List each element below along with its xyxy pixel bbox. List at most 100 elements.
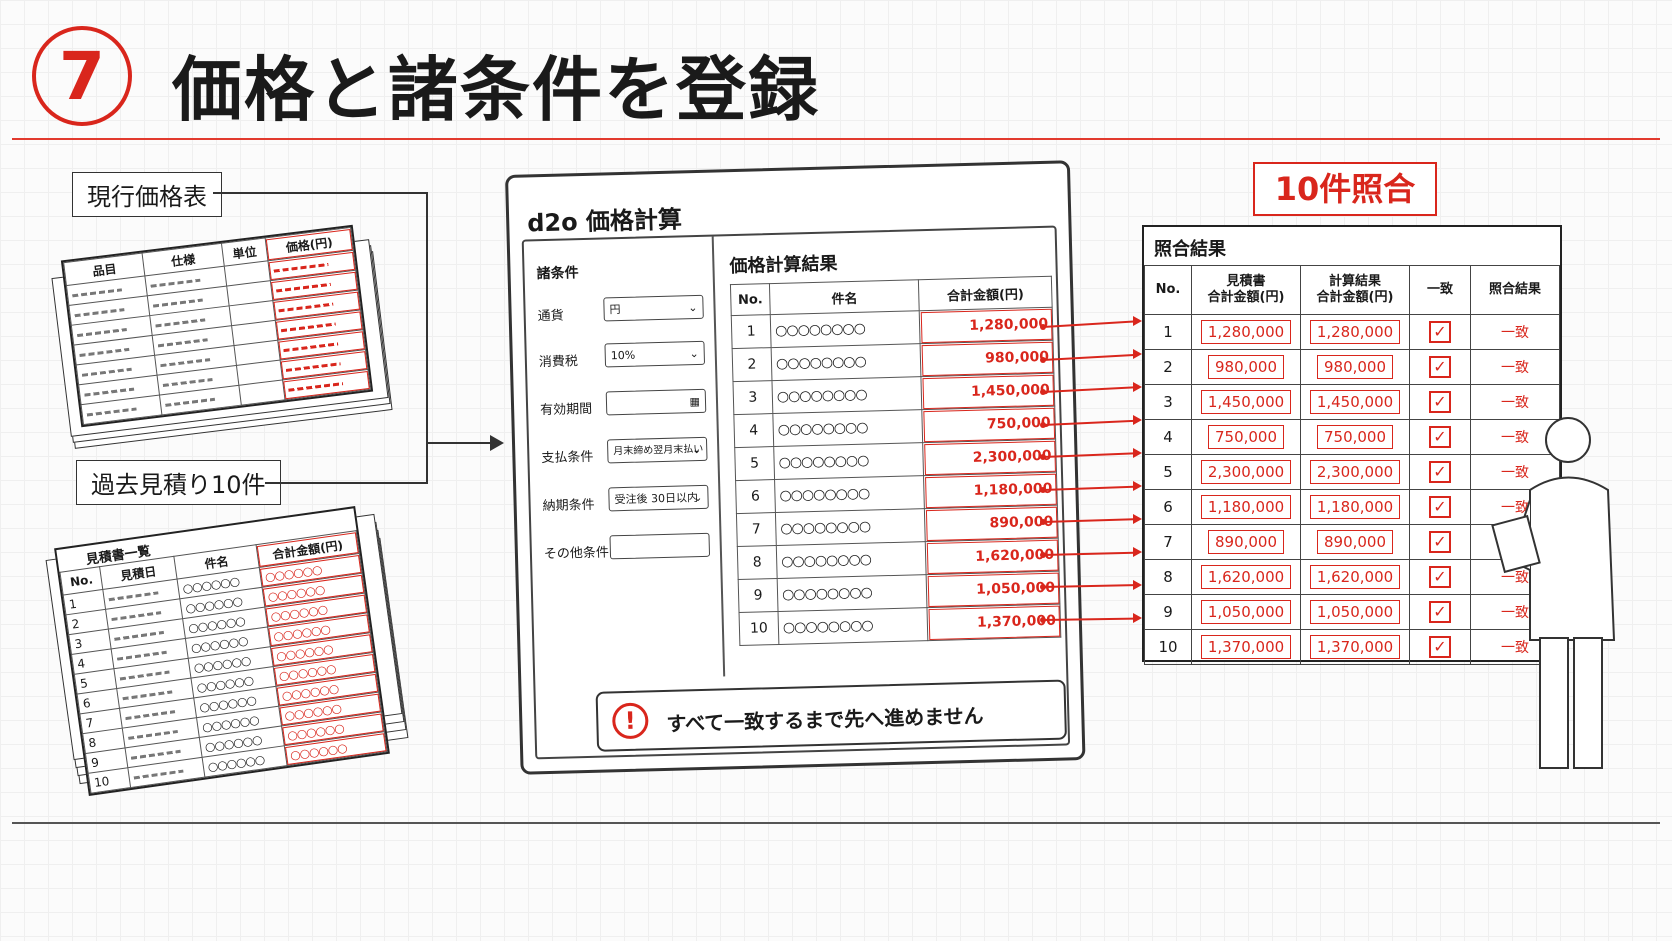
flow-arrow [426,442,496,444]
quote-amount-cell: 1,620,000 [1191,559,1301,595]
placeholder-line [273,262,329,273]
quote-amount: 750,000 [1207,425,1285,449]
calc-amount: 2,300,000 [1309,460,1401,484]
checkbox-checked-icon: ✓ [1429,426,1451,448]
row-number: 2 [732,347,772,382]
placeholder-line [150,278,201,288]
calc-amount-cell: 1,050,000 [1300,594,1410,630]
delivery-select[interactable]: 受注後 30日以内 ⌄ [608,484,709,512]
placeholder-line [133,769,184,779]
calc-amount: 750,000 [1316,425,1394,449]
row-number: 7 [736,512,777,547]
verification-title: 照合結果 [1154,239,1226,260]
checkbox-checked-icon: ✓ [1429,601,1451,623]
bottom-divider [12,822,1660,824]
match-check-cell: ✓ [1409,454,1471,490]
placeholder-line [86,406,137,417]
total-amount: 1,450,000 [921,373,1055,410]
calc-amount: 1,450,000 [1309,390,1401,414]
quote-amount: 980,000 [1207,355,1285,379]
tax-select[interactable]: 10% ⌄ [604,340,706,368]
warning-banner: ! すべて一致するまで先へ進めません [595,679,1067,752]
calc-amount-cell: 1,450,000 [1300,384,1410,420]
currency-label: 通貨 [537,308,564,325]
row-number: 1 [731,314,772,349]
match-check-cell: ✓ [1409,524,1471,560]
quote-amount-cell: 1,180,000 [1191,489,1301,525]
calc-amount: 980,000 [1316,355,1394,379]
match-check-cell: ✓ [1409,629,1471,665]
warning-icon: ! [611,702,649,740]
column-header: 件名 [769,279,920,315]
checkbox-checked-icon: ✓ [1429,531,1451,553]
tax-value: 10% [610,348,636,363]
quote-amount: 1,050,000 [1200,600,1292,624]
payment-value: 月末締め翌月末払い [613,443,704,458]
connector-dot-icon [1040,421,1046,428]
placeholder-line [162,377,213,387]
total-amount: 2,300,000 [922,439,1057,476]
currency-value: 円 [609,303,621,317]
item-name: ○○○○○○○○ [773,442,924,480]
chevron-down-icon: ⌄ [691,442,702,457]
placeholder-line [128,729,179,740]
arrow-head-icon [1133,547,1142,557]
calendar-icon[interactable]: ▦ [689,394,701,409]
past-quotes-label: 過去見積り10件 [76,460,281,505]
quote-amount-cell: 2,300,000 [1191,454,1301,490]
checkbox-checked-icon: ✓ [1429,391,1451,413]
total-amount: 1,180,000 [923,472,1058,509]
quote-amount-cell: 1,280,000 [1191,314,1301,350]
calc-amount: 1,370,000 [1309,635,1401,659]
row-number: 1 [1144,314,1192,350]
row-number: 10 [1144,629,1192,665]
delivery-value: 受注後 30日以内 [614,491,699,507]
valid-period-input[interactable]: ▦ [605,388,707,416]
placeholder-line [160,357,211,367]
match-check-cell: ✓ [1409,489,1471,525]
delivery-label: 納期条件 [542,497,595,515]
arrow-head-icon [1133,448,1142,458]
total-amount: 1,050,000 [926,571,1060,608]
other-conditions-input[interactable] [609,532,711,560]
quote-amount: 1,450,000 [1200,390,1292,414]
quote-amount: 1,620,000 [1200,565,1292,589]
match-result: 一致 [1470,384,1560,420]
row-number: 8 [1144,559,1192,595]
chevron-down-icon: ⌄ [689,346,699,361]
placeholder-line [275,282,331,293]
item-name: ○○○○○○○○ [771,343,922,381]
match-check-cell: ✓ [1409,594,1471,630]
checkbox-checked-icon: ✓ [1429,496,1451,518]
item-name: ○○○○○○○○ [778,607,929,645]
checkbox-checked-icon: ✓ [1429,356,1451,378]
row-number: 9 [738,578,779,613]
connector-line [213,192,427,194]
match-result: 一致 [1470,314,1560,350]
checkbox-checked-icon: ✓ [1429,566,1451,588]
quote-amount: 1,370,000 [1200,635,1292,659]
placeholder-line [79,347,130,357]
chevron-down-icon: ⌄ [693,490,703,505]
placeholder-line [122,689,173,700]
placeholder-line [108,590,159,601]
placeholder-line [278,302,334,312]
arrow-head-icon [1133,481,1142,491]
currency-select[interactable]: 円 ⌄ [603,294,704,322]
row-number: 2 [1144,349,1192,385]
placeholder-line [280,322,336,332]
total-amount: 980,000 [920,340,1054,377]
quote-amount: 1,180,000 [1200,495,1292,519]
row-number: 3 [1144,384,1192,420]
total-amount: 890,000 [924,505,1059,542]
payment-select[interactable]: 月末締め翌月末払い ⌄ [606,436,708,464]
placeholder-line [153,298,204,308]
quote-amount: 1,280,000 [1200,320,1292,344]
calc-amount-cell: 750,000 [1300,419,1410,455]
column-header: 一致 [1409,265,1471,315]
row-number: 6 [1144,489,1192,525]
warning-text: すべて一致するまで先へ進めません [666,703,984,736]
row-number: 3 [732,380,773,415]
